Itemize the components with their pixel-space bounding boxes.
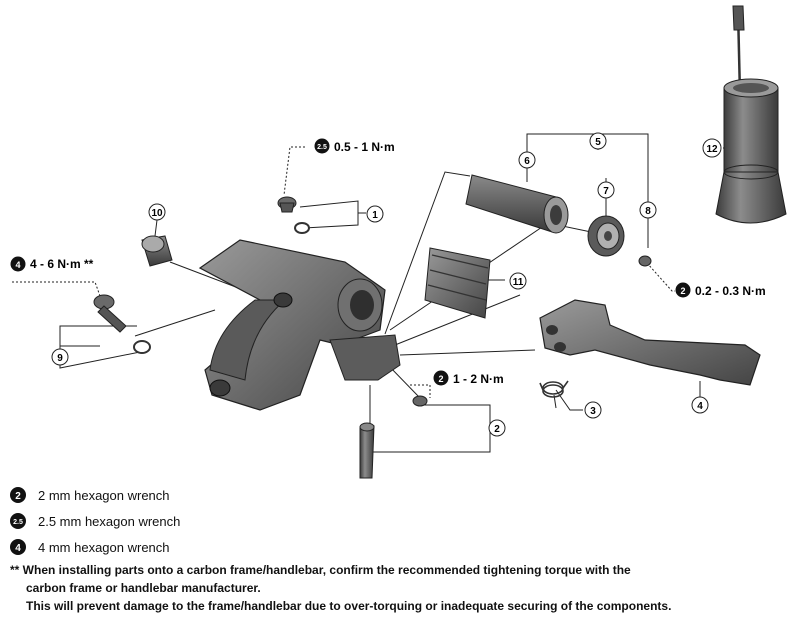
part-label-12: 12: [702, 138, 722, 158]
hex-wrench-icon: [10, 256, 26, 272]
legend-item: 2.5 2.5 mm hexagon wrench: [10, 508, 790, 534]
note-line: This will prevent damage to the frame/ha…: [26, 599, 672, 613]
legend-item: 2 2 mm hexagon wrench: [10, 482, 790, 508]
legend-label: 4 mm hexagon wrench: [38, 539, 170, 555]
svg-text:8: 8: [645, 206, 651, 217]
hex-wrench-icon: 2: [10, 487, 26, 503]
part-2-screw-pin: [359, 395, 428, 479]
svg-text:7: 7: [603, 186, 609, 197]
note-line: carbon frame or handlebar manufacturer.: [26, 581, 261, 595]
legend-label: 2.5 mm hexagon wrench: [38, 513, 181, 529]
part-11-cover: [424, 247, 491, 319]
svg-text:2: 2: [15, 491, 21, 502]
part-7-adjuster: [587, 215, 625, 257]
torque-callout-top: 2.5 0.5 - 1 N·m: [314, 138, 395, 154]
part-label-10: 10: [148, 203, 166, 221]
svg-text:11: 11: [513, 277, 524, 288]
part-4-lever-blade: [539, 299, 761, 386]
hex-wrench-icon: [433, 370, 449, 386]
svg-text:4: 4: [697, 401, 703, 412]
exploded-parts-diagram: 2.5 0.5 - 1 N·m 4 4 - 6 N·m ** 2 1 - 2 N…: [10, 5, 787, 479]
main-lever-body: [198, 239, 401, 411]
torque-value: 1 - 2 N·m: [453, 372, 504, 386]
legend-item: 4 4 mm hexagon wrench: [10, 534, 790, 560]
part-8-set-screw: [638, 255, 652, 267]
part-10-leader: [154, 219, 158, 237]
hex-wrench-icon: 2.5: [10, 513, 26, 529]
part-label-3: 3: [584, 401, 602, 419]
part-label-7: 7: [597, 181, 615, 199]
part-label-6: 6: [518, 151, 536, 169]
part-9-bolt-washer: [93, 294, 151, 354]
tool-size-label: 2.5: [317, 144, 327, 151]
svg-text:2.5: 2.5: [13, 519, 23, 526]
tool-legend: 2 2 mm hexagon wrench 2.5 2.5 mm hexagon…: [10, 482, 790, 560]
part-6-sleeve: [465, 174, 569, 234]
tool-size-label: 2: [438, 374, 443, 384]
svg-text:10: 10: [151, 208, 163, 219]
svg-text:2: 2: [494, 424, 500, 435]
torque-value: 0.5 - 1 N·m: [334, 140, 395, 154]
torque-value: 4 - 6 N·m **: [30, 257, 94, 271]
note-line: ** When installing parts onto a carbon f…: [10, 563, 631, 577]
hex-wrench-icon: [675, 282, 691, 298]
part-label-2: 2: [488, 419, 506, 437]
svg-text:5: 5: [595, 137, 601, 148]
torque-value: 0.2 - 0.3 N·m: [695, 284, 766, 298]
svg-text:6: 6: [524, 156, 530, 167]
torque-callout-mid: 2 1 - 2 N·m: [433, 370, 504, 386]
tool-size-label: 2: [680, 286, 685, 296]
svg-text:9: 9: [57, 353, 63, 364]
part-label-9: 9: [51, 348, 69, 366]
part-3-spring: [539, 380, 569, 398]
hex-wrench-icon: [314, 138, 330, 154]
part-1-screw-oring: [277, 196, 310, 234]
part-number-bubbles: 1 2 3 4 5 6 7 8 9 10 11 12: [51, 132, 722, 437]
svg-text:3: 3: [590, 406, 596, 417]
torque-callout-left: 4 4 - 6 N·m **: [10, 256, 94, 272]
carbon-frame-note: ** When installing parts onto a carbon f…: [10, 561, 790, 615]
tool-size-label: 4: [15, 260, 20, 270]
svg-text:12: 12: [706, 144, 718, 155]
torque-callout-right: 2 0.2 - 0.3 N·m: [675, 282, 766, 298]
hex-wrench-icon: 4: [10, 539, 26, 555]
legend-label: 2 mm hexagon wrench: [38, 487, 170, 503]
part-label-5: 5: [589, 132, 607, 150]
part-label-11: 11: [509, 272, 527, 290]
svg-text:4: 4: [15, 543, 21, 554]
part-label-4: 4: [691, 396, 709, 414]
part-10-collar: [141, 235, 173, 267]
part-12-bleed-funnel: [715, 5, 787, 224]
svg-text:1: 1: [372, 210, 378, 221]
part-label-8: 8: [639, 201, 657, 219]
part-label-1: 1: [366, 205, 384, 223]
